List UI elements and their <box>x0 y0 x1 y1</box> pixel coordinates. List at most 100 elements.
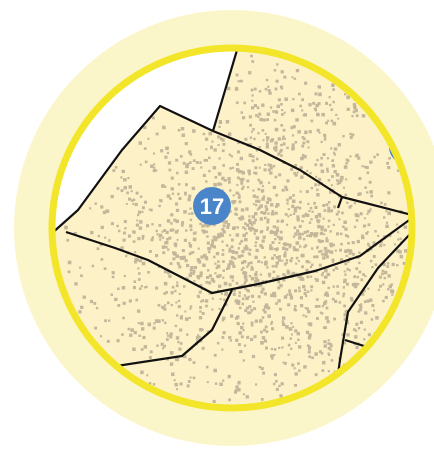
building-dot <box>273 373 277 377</box>
building-dot <box>266 226 270 230</box>
district-badge[interactable]: 17 <box>193 187 231 225</box>
building-dot <box>222 164 225 167</box>
building-dot <box>104 236 107 239</box>
building-dot <box>224 220 228 224</box>
building-dot <box>245 207 249 211</box>
building-dot <box>339 258 344 262</box>
building-dot <box>155 254 159 258</box>
building-dot <box>227 263 231 267</box>
building-dot <box>110 293 113 296</box>
building-dot <box>320 312 324 315</box>
building-dot <box>123 220 127 224</box>
building-dot <box>286 269 290 273</box>
building-dot <box>358 308 362 312</box>
building-dot <box>358 261 361 265</box>
building-dot <box>188 150 192 154</box>
building-dot <box>221 336 225 339</box>
building-dot <box>208 274 212 278</box>
building-dot <box>325 306 329 310</box>
building-dot <box>317 305 321 308</box>
building-dot <box>254 273 257 276</box>
building-dot <box>129 333 133 337</box>
building-dot <box>231 279 234 282</box>
building-dot <box>234 299 239 303</box>
building-dot <box>274 127 279 132</box>
building-dot <box>361 235 365 240</box>
building-dot <box>304 130 308 135</box>
building-dot <box>192 237 197 242</box>
boundary-line <box>65 217 409 295</box>
building-dot <box>265 200 269 204</box>
building-dot <box>332 243 335 247</box>
building-dot <box>267 212 270 215</box>
building-dot <box>166 219 171 223</box>
building-dot <box>244 222 247 225</box>
building-dot <box>295 69 300 73</box>
building-dot <box>163 229 166 232</box>
building-dot <box>261 185 264 188</box>
building-dot <box>302 284 306 289</box>
building-dot <box>282 246 286 251</box>
building-dot <box>264 260 268 265</box>
building-dot <box>378 275 382 279</box>
building-dot <box>272 164 276 168</box>
building-dot <box>323 209 327 212</box>
building-dot <box>282 316 286 320</box>
building-dot <box>267 314 271 318</box>
building-dot <box>242 226 245 229</box>
building-dot <box>243 344 247 347</box>
building-dot <box>203 158 207 162</box>
building-dot <box>235 301 239 305</box>
building-dot <box>357 156 361 160</box>
building-dot <box>238 242 242 245</box>
building-dot <box>311 210 314 213</box>
building-dot <box>323 233 326 236</box>
building-dot <box>189 228 193 232</box>
building-dot <box>175 208 180 212</box>
building-dot <box>289 337 292 340</box>
building-dot <box>189 218 193 222</box>
district-badge-circle <box>193 187 231 225</box>
building-dot <box>291 134 295 137</box>
building-dot <box>266 228 269 231</box>
building-dot <box>74 282 78 286</box>
building-dot <box>324 136 327 139</box>
building-dot <box>73 232 77 236</box>
building-dot <box>301 265 304 269</box>
building-dot <box>346 107 350 111</box>
building-dot <box>309 172 312 175</box>
building-dot <box>309 266 312 269</box>
building-dot <box>290 347 293 350</box>
building-dot <box>155 229 158 233</box>
building-dot <box>308 355 311 359</box>
building-dot <box>281 113 284 116</box>
building-dot <box>327 119 330 122</box>
building-dot <box>227 177 231 181</box>
building-dot <box>292 98 295 101</box>
building-dot <box>211 140 214 143</box>
building-dot <box>125 202 128 205</box>
building-dot <box>314 277 317 280</box>
building-dot <box>310 186 313 190</box>
building-dot <box>248 274 252 278</box>
building-dot <box>223 298 226 302</box>
building-dot <box>137 237 141 241</box>
building-dot <box>302 141 306 145</box>
building-dot <box>213 368 217 373</box>
building-dot <box>316 188 319 192</box>
building-dot <box>298 345 302 349</box>
building-dot <box>296 331 300 336</box>
building-dot <box>317 102 321 106</box>
building-dot <box>397 231 400 234</box>
building-dot <box>271 210 274 213</box>
building-dot <box>237 192 240 195</box>
building-dot <box>174 289 177 293</box>
building-dot <box>374 230 377 233</box>
building-dot <box>293 248 297 252</box>
building-dot <box>248 115 252 119</box>
building-dot <box>233 256 236 259</box>
building-dot <box>250 324 254 327</box>
building-dot <box>295 118 299 122</box>
building-dot <box>325 239 329 243</box>
building-dot <box>188 252 192 256</box>
